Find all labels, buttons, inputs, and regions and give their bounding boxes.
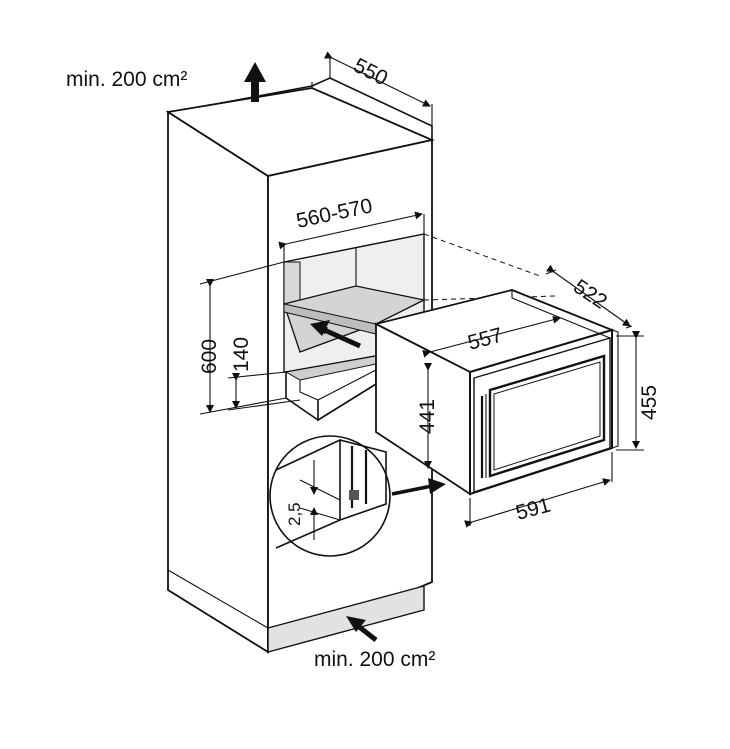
slide-in-arrow [318,325,362,349]
vent-bottom-label: min. 200 cm² [314,648,435,671]
bottom-vent-arrow [346,616,378,642]
niche-width-dimension [278,211,425,262]
appliance-glass [488,354,606,478]
top-vent-arrow [244,62,266,102]
cabinet-left-panel [167,110,269,654]
appliance-height-inner-label: 441 [416,399,439,434]
vent-top-label: min. 200 cm² [66,68,187,91]
appliance-height-outer-label: 455 [638,385,661,420]
gap-label: 2,5 [285,502,304,526]
niche-left-inner [283,261,301,305]
drawer-height-label: 140 [230,337,253,372]
appliance-width-label: 591 [513,494,553,525]
niche-height-label: 600 [198,339,221,374]
plinth [267,585,425,653]
detail-magnifier [269,435,446,557]
left-dimensions [199,261,301,415]
cabinet-depth-dimension [323,51,433,126]
appliance-dimensions [422,264,644,528]
appliance-door-frame [473,337,611,493]
cabinet-depth-label: 550 [350,54,392,90]
